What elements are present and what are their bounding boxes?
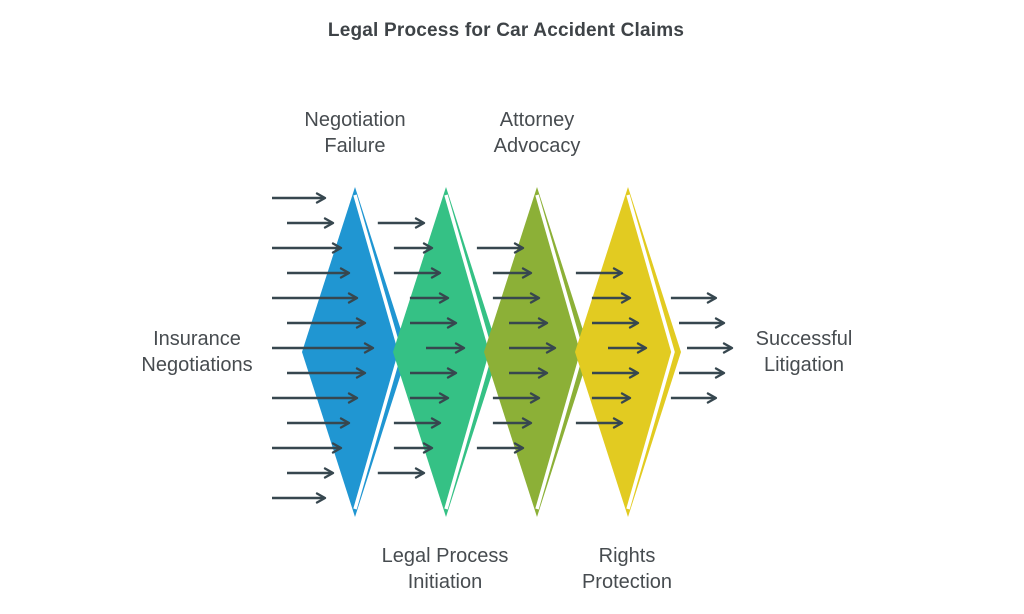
stage-3-label-line2: Advocacy bbox=[493, 135, 581, 157]
stage-diamond-1 bbox=[302, 187, 408, 517]
stage-label-attorney-advocacy: Attorney Advocacy bbox=[427, 107, 647, 159]
end-label-line1: Successful bbox=[755, 328, 853, 350]
start-label-line2: Negotiations bbox=[141, 354, 253, 376]
start-label-line1: Insurance bbox=[153, 328, 241, 350]
stage-label-negotiation-failure: Negotiation Failure bbox=[245, 107, 465, 159]
diagram-title: Legal Process for Car Accident Claims bbox=[327, 20, 685, 41]
stage-4-label-line1: Rights bbox=[598, 545, 656, 567]
stage-label-legal-process-initiation: Legal Process Initiation bbox=[335, 543, 555, 595]
start-label-insurance-negotiations: Insurance Negotiations bbox=[87, 326, 307, 378]
end-label-successful-litigation: Successful Litigation bbox=[694, 326, 914, 378]
stage-1-label-line2: Failure bbox=[324, 135, 386, 157]
stage-2-label-line2: Initiation bbox=[407, 571, 483, 593]
stage-3-label-line1: Attorney bbox=[499, 109, 575, 131]
stage-4-label-line2: Protection bbox=[581, 571, 673, 593]
stage-2-label-line1: Legal Process bbox=[381, 545, 509, 567]
stage-label-rights-protection: Rights Protection bbox=[517, 543, 737, 595]
stage-diamond-2 bbox=[393, 187, 499, 517]
stage-diamond-3 bbox=[484, 187, 590, 517]
end-label-line2: Litigation bbox=[763, 354, 845, 376]
stage-diamond-highlight-4 bbox=[626, 194, 675, 510]
stage-diamond-4 bbox=[575, 187, 681, 517]
stage-1-label-line1: Negotiation bbox=[304, 109, 406, 131]
